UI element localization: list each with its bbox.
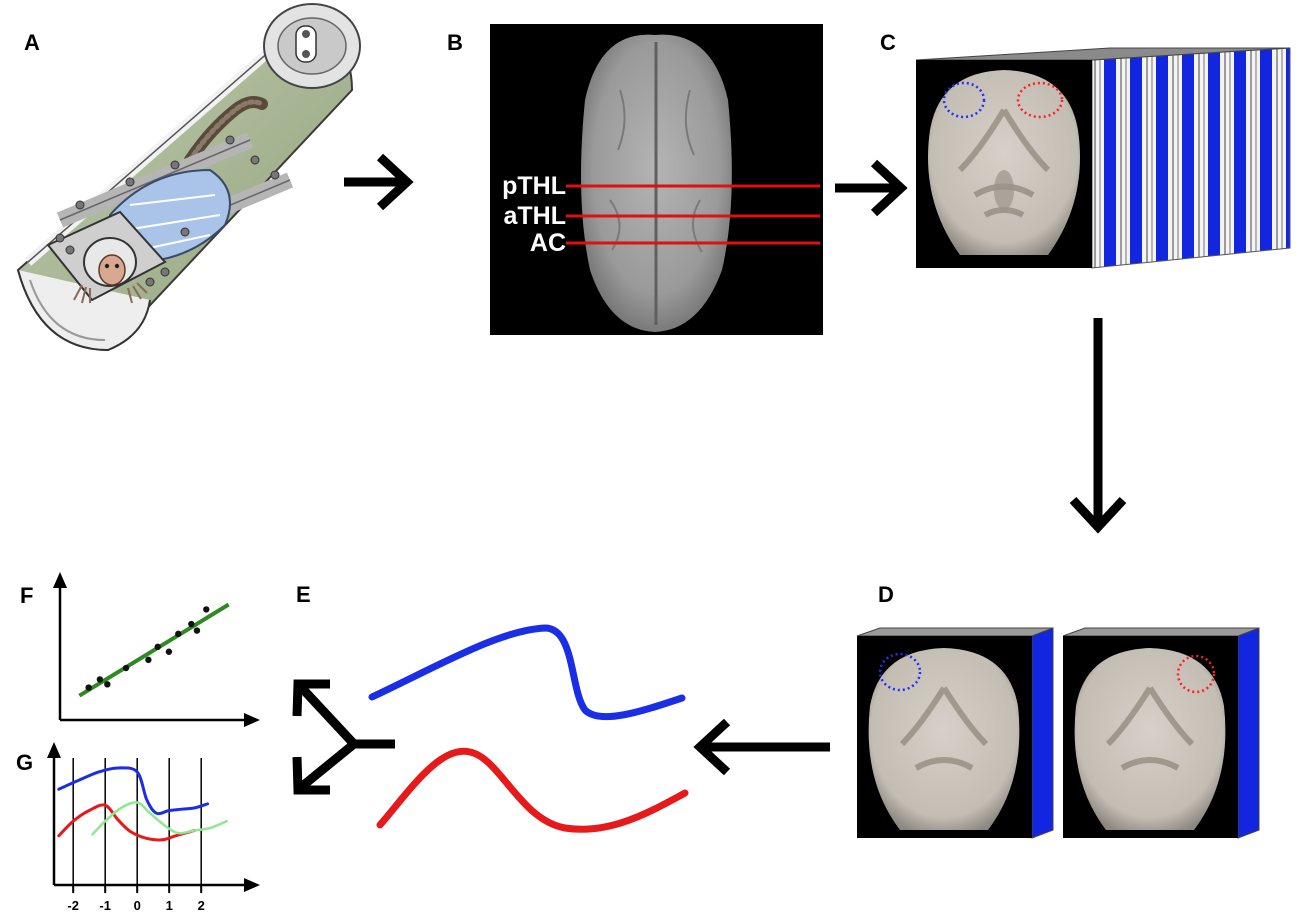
g-x-tick-label: -1 — [99, 898, 111, 912]
axial-brain-image — [581, 34, 732, 333]
coronal-brain-c — [928, 70, 1080, 255]
f-data-point — [104, 681, 111, 688]
panel-f-correlation: F — [20, 572, 260, 727]
f-data-point — [145, 656, 152, 664]
g-x-tick-label: -2 — [67, 898, 79, 912]
panel-letter-c: C — [880, 30, 896, 55]
panel-letter-f: F — [20, 583, 33, 608]
slice-label-athl: aTHL — [504, 202, 567, 230]
g-x-tick-label: 1 — [166, 898, 173, 912]
f-data-point — [165, 648, 173, 655]
arrow-a-to-b — [344, 153, 414, 211]
slice-label-ac: AC — [530, 229, 566, 257]
g-plot-area: -2 -1 0 1 2 — [57, 758, 229, 912]
panel-b-axial-brain: B pTHL aTHL AC — [447, 24, 823, 335]
roi-blue-c — [942, 81, 986, 119]
f-data-point — [85, 684, 92, 691]
timecourse-blue — [368, 624, 686, 721]
roi-blue-d — [878, 652, 922, 692]
f-data-point — [122, 664, 130, 672]
slice-lines — [566, 184, 820, 245]
roi-volume-right — [1062, 627, 1260, 839]
g-series-line — [91, 801, 229, 836]
panel-c-volume: C — [880, 30, 1291, 269]
panel-letter-b: B — [447, 30, 463, 55]
panel-e-timecourses: E — [296, 582, 689, 833]
f-data-point — [175, 630, 182, 638]
panel-letter-d: D — [878, 582, 894, 607]
g-x-tick-label: 0 — [134, 898, 141, 912]
arrow-e-to-f-g — [292, 679, 395, 795]
panel-letter-e: E — [296, 582, 311, 607]
arrow-b-to-c — [835, 159, 908, 217]
volume-time-stack — [1091, 47, 1291, 269]
roi-volume-left — [856, 627, 1054, 839]
f-data-point — [203, 606, 210, 613]
slice-label-pthl: pTHL — [502, 172, 566, 200]
panel-letter-g: G — [16, 750, 33, 775]
arrow-d-to-e — [693, 718, 830, 776]
roi-red-d — [1176, 654, 1216, 694]
f-data-point — [96, 676, 104, 683]
scanner-tube-illustration — [16, 3, 361, 352]
g-x-tick-label: 2 — [198, 898, 205, 912]
f-data-point — [188, 620, 195, 628]
f-plot-area — [78, 602, 230, 698]
roi-red-c — [1016, 81, 1064, 119]
timecourse-red — [376, 747, 689, 833]
g-series-line — [57, 803, 197, 842]
panel-letter-a: A — [24, 30, 40, 55]
f-data-point — [193, 627, 201, 634]
panel-a-scanner: A — [16, 3, 361, 352]
f-fit-line — [78, 602, 230, 698]
arrow-c-to-d — [1069, 318, 1127, 534]
g-series-line — [57, 766, 210, 816]
panel-d-roi-volumes: D — [856, 582, 1260, 839]
panel-g-lag-plot: G -2 -1 0 1 2 — [16, 742, 260, 912]
f-data-point — [154, 643, 161, 651]
